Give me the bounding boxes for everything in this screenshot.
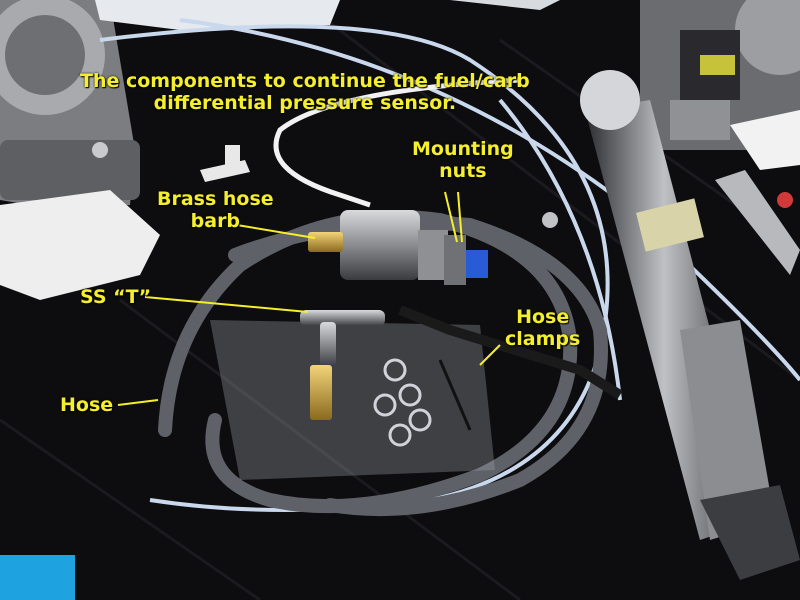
mounting-nuts-label: Mounting nuts xyxy=(412,138,514,182)
white-rag xyxy=(0,190,160,300)
mounting-line-2: nuts xyxy=(439,160,487,182)
hose-label: Hose xyxy=(60,394,113,416)
pressure-sensor xyxy=(308,210,488,285)
clamps-line-1: Hose xyxy=(516,306,570,328)
title-annotation: The components to continue the fuel/carb… xyxy=(80,70,530,114)
brass-hose-barb-label: Brass hose barb xyxy=(157,188,274,232)
plastic-tee xyxy=(200,145,250,182)
tee-text: SS “T” xyxy=(80,286,152,308)
clamps-line-2: clamps xyxy=(505,328,581,350)
blue-tape xyxy=(0,555,75,600)
cable-tie xyxy=(398,305,623,400)
ss-tee-fitting xyxy=(300,310,385,420)
mounting-line-1: Mounting xyxy=(412,138,514,160)
hose-text: Hose xyxy=(60,394,114,416)
small-fitting xyxy=(542,212,558,228)
bag-of-clamps xyxy=(210,320,495,480)
hose-clamps-label: Hose clamps xyxy=(505,306,580,350)
annotation-leaders xyxy=(117,191,501,406)
torque-wrench xyxy=(580,70,800,580)
plastic-bag xyxy=(95,0,340,30)
brass-line-2: barb xyxy=(190,210,241,232)
carburetor-housing xyxy=(0,0,140,210)
sensor-wire xyxy=(273,77,521,208)
white-rag-right xyxy=(730,110,800,170)
ss-tee-label: SS “T” xyxy=(80,286,151,308)
title-line-1: The components to continue the fuel/carb xyxy=(80,70,530,92)
socket-extension xyxy=(715,170,800,275)
throttle-body-assembly xyxy=(640,0,800,150)
title-line-2: differential pressure sensor. xyxy=(153,92,457,114)
brass-line-1: Brass hose xyxy=(157,188,274,210)
